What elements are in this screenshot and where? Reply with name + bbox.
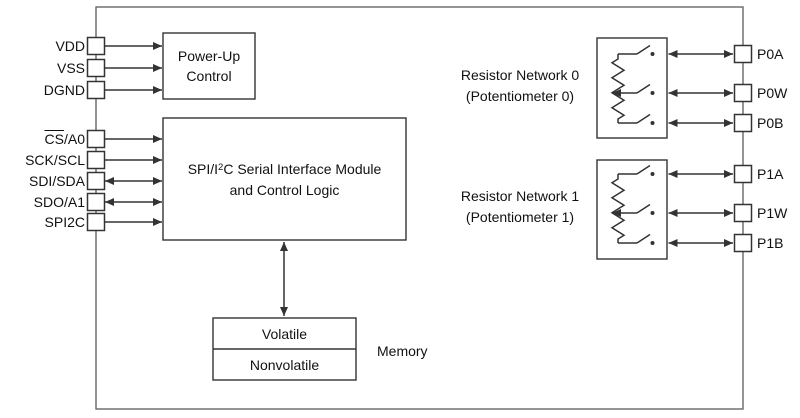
pin-label-cs-a0: CS/A0 [0, 130, 85, 148]
rn1-line1: Resistor Network 1 [460, 188, 580, 204]
spi-superscript: 2 [218, 162, 224, 173]
switch-w0-icon [636, 83, 651, 94]
pin-pad-p1a [733, 164, 753, 184]
pin-pads [86, 36, 753, 253]
pin-pad-vdd [86, 36, 106, 56]
pin-label-p0w: P0W [757, 85, 788, 101]
memory-cell-nonvolatile: Nonvolatile [249, 356, 320, 373]
pin-pad-p0a [733, 44, 753, 64]
pin-pad-dgnd [86, 80, 106, 100]
memory-label: Memory [377, 343, 428, 359]
memory-cell-volatile: Volatile [261, 325, 308, 342]
contact-a1-dot [650, 172, 655, 176]
pin-pad-sdo-a1 [86, 192, 106, 212]
contact-a0-dot [650, 52, 655, 56]
power-up-line2: Control [186, 68, 232, 84]
pin-label-p1b: P1B [757, 235, 784, 251]
pin-label-vdd: VDD [55, 38, 85, 54]
resistor-network-1-box [596, 159, 668, 260]
rn0-line1: Resistor Network 0 [460, 67, 580, 83]
switch-b0-icon [636, 113, 651, 124]
pin-label-p1a: P1A [757, 166, 784, 182]
spi-suffix: C Serial Interface Module [223, 161, 382, 177]
pin-label-dgnd: DGND [43, 82, 85, 98]
serial-interface-line2: and Control Logic [229, 182, 340, 198]
contact-b0-dot [650, 121, 655, 125]
contact-w1-dot [650, 211, 655, 215]
resistor-network-1-symbol [610, 164, 655, 245]
pin-pad-p0w [733, 83, 753, 103]
pin-label-vss: VSS [56, 60, 85, 76]
pin-label-p0b: P0B [757, 115, 784, 131]
right-pin-arrows [668, 50, 733, 247]
pin-pad-spi2c [86, 212, 106, 232]
pin-label-sck-scl: SCK/SCL [25, 152, 85, 168]
pin-pad-vss [86, 58, 106, 78]
power-up-control-box [162, 32, 256, 100]
switch-a1-icon [636, 164, 651, 175]
spi-prefix: SPI/I [187, 161, 219, 177]
resistor-network-1-label: Resistor Network 1 (Potentiometer 1) [444, 186, 596, 228]
cs-overline-text: CS [44, 131, 64, 147]
serial-interface-label: SPI/I2C Serial Interface Module and Cont… [163, 118, 406, 240]
switch-w1-icon [636, 203, 651, 214]
pin-label-sdo-a1: SDO/A1 [33, 194, 85, 210]
pin-label-p1w: P1W [757, 205, 788, 221]
power-up-control-label: Power-Up Control [163, 33, 255, 99]
left-pin-arrows [104, 42, 162, 226]
resistor-network-0-symbol [610, 44, 655, 125]
serial-interface-line1: SPI/I2C Serial Interface Module [188, 157, 382, 180]
a0-text: /A0 [63, 131, 85, 147]
pin-pad-cs-a0 [86, 129, 106, 149]
pin-pad-sdi-sda [86, 171, 106, 191]
serial-interface-box [162, 117, 407, 241]
contact-b1-dot [650, 241, 655, 245]
pin-label-sdi-sda: SDI/SDA [28, 173, 85, 189]
rn1-line2: (Potentiometer 1) [465, 209, 575, 225]
pin-pad-p0b [733, 113, 753, 133]
pin-pad-sck-scl [86, 150, 106, 170]
pin-label-spi2c: SPI2C [44, 214, 85, 230]
pin-pad-p1w [733, 203, 753, 223]
power-up-line1: Power-Up [177, 48, 241, 64]
resistor-network-0-label: Resistor Network 0 (Potentiometer 0) [444, 65, 596, 107]
switch-a0-icon [636, 44, 651, 55]
rn0-line2: (Potentiometer 0) [465, 88, 575, 104]
contact-w0-dot [650, 91, 655, 95]
pin-pad-p1b [733, 233, 753, 253]
switch-b1-icon [636, 233, 651, 244]
pin-label-p0a: P0A [757, 46, 784, 62]
